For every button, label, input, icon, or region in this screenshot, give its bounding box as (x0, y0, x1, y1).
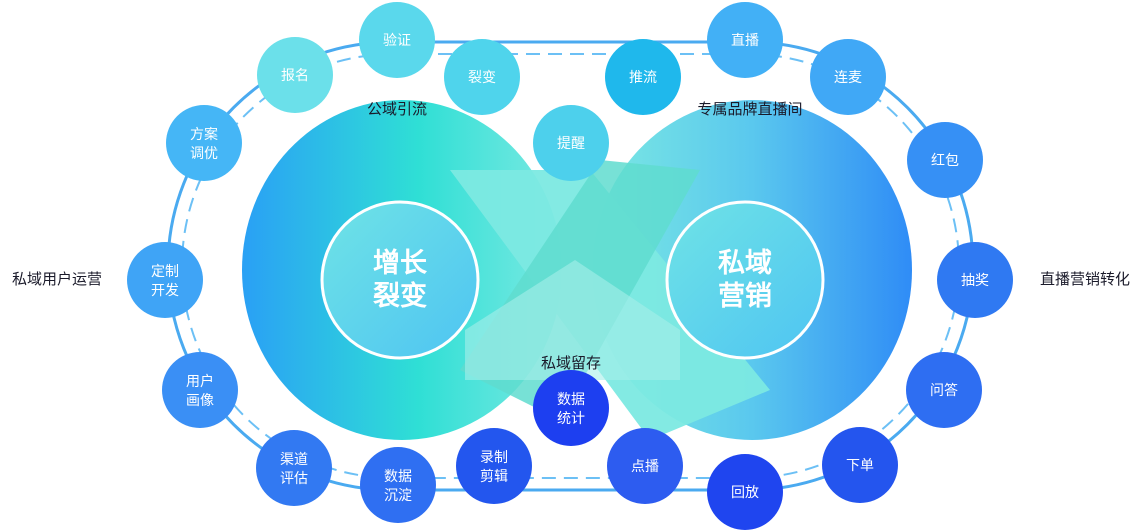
node-裂变: 裂变 (444, 39, 520, 115)
node-label: 裂变 (468, 70, 496, 86)
node-回放: 回放 (707, 454, 783, 530)
label-live-conversion: 直播营销转化 (1040, 270, 1130, 288)
node-label: 下单 (846, 458, 874, 474)
node-label: 录制 (480, 450, 508, 466)
node-label: 点播 (631, 459, 659, 475)
node-circle (810, 39, 886, 115)
node-直播: 直播 (707, 2, 783, 78)
node-circle (256, 430, 332, 506)
overlay-shape (465, 260, 680, 380)
node-circle (607, 428, 683, 504)
node-红包: 红包 (907, 122, 983, 198)
node-label: 提醒 (557, 136, 585, 152)
node-circle (533, 370, 609, 446)
node-label: 验证 (383, 33, 411, 49)
node-label: 统计 (557, 411, 585, 427)
core-right-line2: 营销 (718, 281, 772, 312)
core-left-circle (320, 200, 480, 360)
core-right-line1: 私域 (718, 248, 772, 279)
node-label: 报名 (281, 68, 309, 84)
core-left-line1: 增长 (373, 247, 428, 279)
node-label: 用户 (186, 373, 214, 390)
node-label: 剪辑 (480, 469, 508, 485)
infinity-shape (242, 100, 912, 440)
node-circle (822, 427, 898, 503)
node-label: 评估 (280, 471, 308, 487)
node-提醒: 提醒 (533, 105, 609, 181)
node-label: 问答 (930, 382, 958, 399)
node-点播: 点播 (607, 428, 683, 504)
node-推流: 推流 (605, 39, 681, 115)
node-circle (605, 39, 681, 115)
node-circle (707, 454, 783, 530)
node-label: 数据 (384, 469, 412, 485)
node-label: 红包 (931, 153, 959, 169)
node-label: 数据 (557, 392, 585, 408)
node-label: 渠道 (280, 452, 308, 468)
node-circle (907, 122, 983, 198)
node-label: 推流 (629, 70, 657, 86)
node-抽奖: 抽奖 (937, 242, 1013, 318)
node-circle (360, 447, 436, 523)
node-label: 连麦 (834, 70, 862, 86)
node-label: 回放 (731, 485, 759, 501)
node-circle (707, 2, 783, 78)
node-label: 调优 (190, 146, 218, 162)
label-public-traffic: 公域引流 (367, 100, 427, 118)
node-circle (359, 2, 435, 78)
node-circle (456, 428, 532, 504)
core-right-circle (665, 200, 825, 360)
node-label: 直播 (731, 32, 759, 49)
node-问答: 问答 (906, 352, 982, 428)
node-label: 方案 (190, 126, 218, 143)
node-circle (533, 105, 609, 181)
node-下单: 下单 (822, 427, 898, 503)
node-circle (166, 105, 242, 181)
node-label: 定制 (151, 264, 179, 280)
node-circle (937, 242, 1013, 318)
node-连麦: 连麦 (810, 39, 886, 115)
node-报名: 报名 (257, 37, 333, 113)
node-验证: 验证 (359, 2, 435, 78)
node-circle (257, 37, 333, 113)
node-label: 沉淀 (384, 488, 412, 504)
node-label: 抽奖 (961, 272, 989, 289)
core-left-line2: 裂变 (373, 280, 427, 312)
node-label: 开发 (151, 283, 179, 299)
node-circle (127, 242, 203, 318)
label-private-user-ops: 私域用户运营 (12, 270, 102, 288)
label-brand-live-room: 专属品牌直播间 (697, 100, 802, 118)
node-label: 画像 (186, 393, 214, 409)
node-circle (906, 352, 982, 428)
node-circle (162, 352, 238, 428)
label-private-retention: 私域留存 (541, 354, 601, 372)
node-circle (444, 39, 520, 115)
